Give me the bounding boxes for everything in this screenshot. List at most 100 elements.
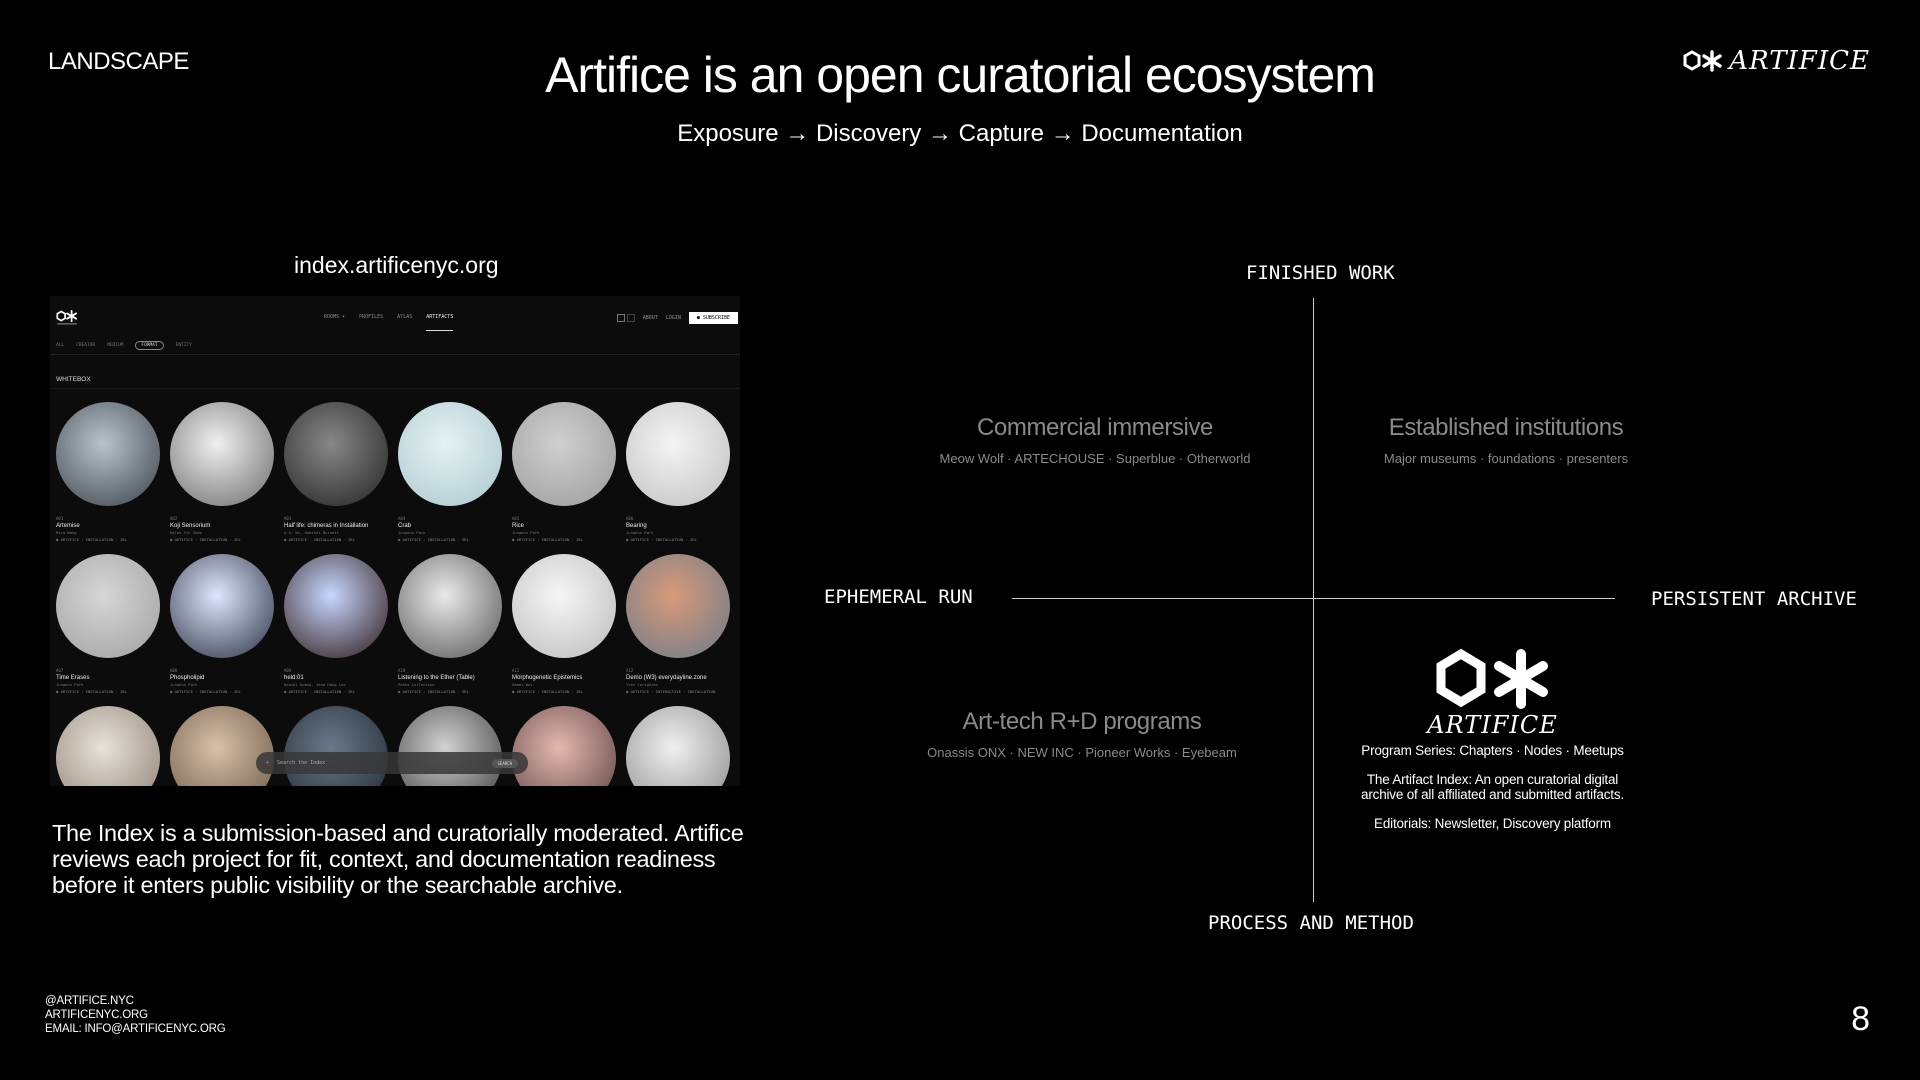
artifact-title: Bearing xyxy=(626,523,647,529)
artifact-number: A10 xyxy=(398,668,406,673)
vertical-axis xyxy=(1313,298,1314,902)
screenshot-subscribe-button[interactable]: ● SUBSCRIBE xyxy=(688,312,738,324)
axis-bottom-label: PROCESS AND METHOD xyxy=(1208,912,1414,934)
footer-handle[interactable]: @ARTIFICE.NYC xyxy=(45,995,134,1007)
search-button[interactable]: SEARCH xyxy=(491,758,518,768)
filter-medium[interactable]: MEDIUM xyxy=(107,343,124,348)
artifact-thumbnail[interactable] xyxy=(398,706,502,786)
artifact-tags: ◉ ARTIFICE · INSTALLATION · IRL xyxy=(170,689,241,694)
artifact-thumbnail[interactable] xyxy=(398,554,502,658)
artifact-thumbnail[interactable] xyxy=(626,554,730,658)
artifact-thumbnail[interactable] xyxy=(512,706,616,786)
artifact-card[interactable] xyxy=(284,706,388,786)
artifact-thumbnail[interactable] xyxy=(626,402,730,506)
screenshot-nav-profiles[interactable]: PROFILES xyxy=(359,314,384,320)
artifact-card[interactable] xyxy=(170,706,274,786)
filter-entity[interactable]: ENTITY xyxy=(175,343,192,348)
artifact-thumbnail[interactable] xyxy=(284,554,388,658)
screenshot-search-bar[interactable]: + Search the Index SEARCH xyxy=(256,752,528,774)
quadrant-title: Commercial immersive xyxy=(976,414,1214,441)
artifact-thumbnail[interactable] xyxy=(56,402,160,506)
page-subtitle: Exposure → Discovery → Capture → Documen… xyxy=(677,120,1243,147)
artifact-tags: ◉ ARTIFICE · INSTALLATION · IRL xyxy=(626,537,697,542)
artifact-thumbnail[interactable] xyxy=(284,706,388,786)
artifact-creator: Yves Tarighian xyxy=(626,682,659,687)
index-description: The Index is a submission-based and cura… xyxy=(52,820,744,898)
quadrant-title: Art-tech R+D programs xyxy=(962,708,1202,735)
artifact-creator: Jungeun Park xyxy=(56,682,84,687)
artifact-thumbnail[interactable] xyxy=(170,706,274,786)
filter-all[interactable]: ALL xyxy=(56,343,65,348)
artifact-thumbnail[interactable] xyxy=(284,402,388,506)
artifact-creator: A.G. Wu, Gabriel Burnett xyxy=(284,530,339,535)
artifact-title: Listening to the Ether (Table) xyxy=(398,675,475,681)
page-title: Artifice is an open curatorial ecosystem xyxy=(545,47,1376,103)
artifact-card[interactable] xyxy=(56,706,160,786)
artifact-creator: Jungeun Park xyxy=(398,530,426,535)
screenshot-nav-rooms[interactable]: ROOMS ▾ xyxy=(324,314,346,320)
brand-logo: ARTIFICE xyxy=(1683,46,1870,76)
artifact-tags: ◉ ARTIFICE · INSTALLATION · IRL xyxy=(512,537,583,542)
artifact-thumbnail[interactable] xyxy=(170,402,274,506)
artifact-title: Phospholipid xyxy=(170,675,205,681)
footer-site[interactable]: ARTIFICENYC.ORG xyxy=(45,1009,148,1021)
artifact-title: Demo (W3) everydayline.zone xyxy=(626,675,707,681)
quadrant-top-left: Commercial immersive Meow Wolf · ARTECHO… xyxy=(895,414,1295,466)
artifice-wordmark: ARTIFICE xyxy=(1427,711,1558,739)
quadrant-bottom-right: ARTIFICE Program Series: Chapters · Node… xyxy=(1350,648,1635,831)
screenshot-nav-artifacts[interactable]: ARTIFACTS xyxy=(426,314,454,331)
artifice-mark-icon xyxy=(1683,50,1722,72)
search-input[interactable]: Search the Index xyxy=(277,760,326,766)
artifact-thumbnail[interactable] xyxy=(512,402,616,506)
artifact-creator: Jungeun Park xyxy=(170,682,198,687)
artifact-tags: ◉ ARTIFICE · INSTALLATION · IRL xyxy=(512,689,583,694)
artifact-thumbnail[interactable] xyxy=(56,706,160,786)
artifact-thumbnail[interactable] xyxy=(170,554,274,658)
artifact-card[interactable] xyxy=(512,706,616,786)
artifact-number: A11 xyxy=(512,668,520,673)
quadrant-examples: Major museums · foundations · presenters xyxy=(1383,451,1629,466)
artifact-number: A05 xyxy=(512,516,520,521)
artifact-title: Koji Sensorium xyxy=(170,523,211,529)
artifact-title: held:01 xyxy=(284,675,304,681)
screenshot-nav-atlas[interactable]: ATLAS xyxy=(397,314,413,320)
screenshot-nav: ROOMS ▾ PROFILES ATLAS ARTIFACTS ABOUT L… xyxy=(50,296,740,338)
filter-format[interactable]: FORMAT xyxy=(135,341,164,350)
artifact-number: A12 xyxy=(626,668,634,673)
artifact-title: Rice xyxy=(512,523,525,529)
artifact-thumbnail[interactable] xyxy=(398,402,502,506)
divider xyxy=(50,388,740,389)
artifact-thumbnail[interactable] xyxy=(626,706,730,786)
artifact-title: Half life: chimeras in Installation xyxy=(284,523,369,529)
artifact-thumbnail[interactable] xyxy=(512,554,616,658)
filter-creator[interactable]: CREATOR xyxy=(76,343,96,348)
artifact-number: A01 xyxy=(56,516,64,521)
footer-contact: @ARTIFICE.NYC ARTIFICENYC.ORG EMAIL: INF… xyxy=(45,994,226,1036)
group-heading: WHITEBOX xyxy=(56,376,91,383)
artifact-card[interactable] xyxy=(626,706,730,786)
artifact-number: A09 xyxy=(284,668,292,673)
page-number: 8 xyxy=(1851,1000,1870,1038)
grid-view-toggle[interactable] xyxy=(616,314,635,322)
artifact-thumbnail[interactable] xyxy=(56,554,160,658)
footer-email[interactable]: EMAIL: INFO@ARTIFICENYC.ORG xyxy=(45,1023,226,1035)
index-screenshot: ROOMS ▾ PROFILES ATLAS ARTIFACTS ABOUT L… xyxy=(50,296,740,786)
screenshot-login-link[interactable]: LOGIN xyxy=(665,315,681,321)
artifact-tags: ◉ ARTIFICE · INSTALLATION · IRL xyxy=(170,537,241,542)
editorials: Editorials: Newsletter, Discovery platfo… xyxy=(1374,816,1611,831)
screenshot-about-link[interactable]: ABOUT xyxy=(642,315,658,321)
artifact-card[interactable] xyxy=(398,706,502,786)
quadrant-title: Established institutions xyxy=(1388,414,1624,441)
